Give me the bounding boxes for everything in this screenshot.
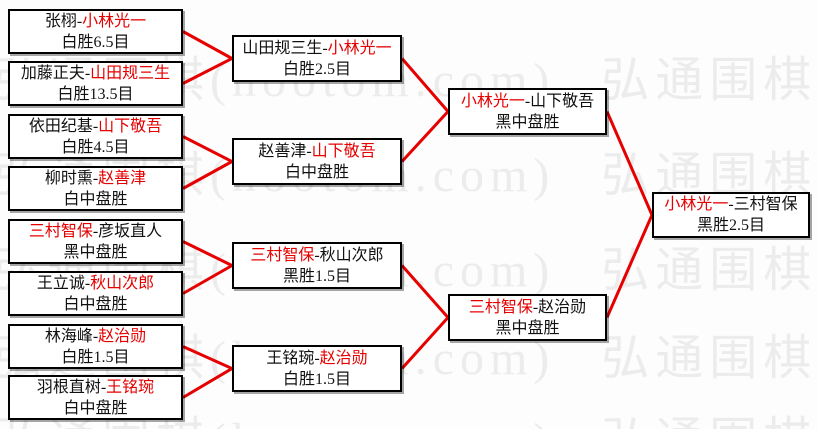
match-players: 加藤正夫-山田规三生	[21, 63, 170, 84]
player1-name: 张栩	[44, 12, 77, 30]
player1-name: 林海峰	[44, 327, 93, 345]
match-box-r2-3: 三村智保-秋山次郎 黑胜1.5目	[232, 242, 402, 289]
match-result: 黑胜1.5目	[282, 267, 351, 285]
name-separator: -	[92, 117, 99, 135]
name-separator: -	[92, 327, 99, 345]
match-result: 白胜13.5目	[57, 85, 134, 103]
match-result: 黑中盘胜	[495, 319, 560, 337]
match-box-r1-5: 三村智保-彦坂直人 黑中盘胜	[8, 219, 183, 264]
match-players: 依田纪基-山下敬吾	[29, 116, 162, 137]
player1-name: 加藤正夫	[20, 64, 85, 82]
match-result: 黑中盘胜	[495, 113, 560, 131]
match-players: 林海峰-赵治勋	[45, 326, 146, 347]
match-box-sf-1: 小林光一-山下敬吾 黑中盘胜	[448, 88, 607, 135]
match-box-r1-3: 依田纪基-山下敬吾 白胜4.5目	[8, 114, 183, 159]
match-box-final: 小林光一-三村智保 黑胜2.5目	[652, 192, 810, 238]
player1-name: 羽根直树	[36, 378, 101, 396]
name-separator: -	[84, 64, 91, 82]
player2-name: 赵善津	[98, 169, 147, 187]
match-result: 白胜6.5目	[61, 33, 130, 51]
player1-name: 依田纪基	[28, 117, 93, 135]
match-players: 山田规三生-小林光一	[242, 38, 391, 59]
match-result: 白胜2.5目	[282, 60, 351, 78]
player1-name: 柳时熏	[44, 169, 93, 187]
match-players: 小林光一-山下敬吾	[461, 91, 594, 112]
match-result: 白中盘胜	[63, 399, 128, 417]
player2-name: 赵治勋	[98, 327, 147, 345]
player1-name: 王立诚	[36, 274, 85, 292]
player2-name: 彦坂直人	[98, 222, 163, 240]
name-separator: -	[314, 246, 320, 264]
player2-name: 山田规三生	[90, 64, 171, 82]
player2-name: 小林光一	[327, 39, 392, 57]
player2-name: 王铭琬	[106, 378, 155, 396]
player2-name: 赵治勋	[538, 298, 587, 316]
player1-name: 赵善津	[258, 142, 307, 160]
match-players: 王铭琬-赵治勋	[266, 348, 367, 369]
player1-name: 小林光一	[460, 92, 525, 110]
player1-name: 王铭琬	[266, 349, 315, 367]
name-separator: -	[76, 12, 83, 30]
match-box-r1-8: 羽根直树-王铭琬 白中盘胜	[8, 375, 183, 420]
player1-name: 山田规三生	[242, 39, 323, 57]
player2-name: 山下敬吾	[98, 117, 163, 135]
match-box-r1-7: 林海峰-赵治勋 白胜1.5目	[8, 324, 183, 369]
name-separator: -	[322, 39, 328, 57]
player2-name: 赵治勋	[319, 349, 368, 367]
match-players: 赵善津-山下敬吾	[258, 141, 375, 162]
match-result: 黑胜2.5目	[696, 217, 765, 234]
match-players: 柳时熏-赵善津	[45, 168, 146, 189]
match-players: 三村智保-赵治勋	[469, 297, 586, 318]
match-result: 白胜1.5目	[61, 348, 130, 366]
match-box-r2-4: 王铭琬-赵治勋 白胜1.5目	[232, 345, 402, 392]
match-box-sf-2: 三村智保-赵治勋 黑中盘胜	[448, 294, 607, 341]
match-result: 黑中盘胜	[63, 243, 128, 261]
match-result: 白胜1.5目	[282, 370, 351, 388]
match-players: 王立诚-秋山次郎	[37, 273, 154, 294]
name-separator: -	[84, 274, 91, 292]
name-separator: -	[314, 349, 320, 367]
match-players: 羽根直树-王铭琬	[37, 377, 154, 398]
match-players: 三村智保-彦坂直人	[29, 221, 162, 242]
match-box-r1-2: 加藤正夫-山田规三生 白胜13.5目	[8, 61, 183, 106]
name-separator: -	[524, 92, 531, 110]
name-separator: -	[532, 298, 539, 316]
match-box-r1-1: 张栩-小林光一 白胜6.5目	[8, 9, 183, 54]
name-separator: -	[100, 378, 107, 396]
player2-name: 山下敬吾	[530, 92, 595, 110]
player1-name: 小林光一	[664, 196, 729, 213]
match-box-r1-6: 王立诚-秋山次郎 白中盘胜	[8, 271, 183, 316]
player2-name: 山下敬吾	[311, 142, 376, 160]
player1-name: 三村智保	[250, 246, 315, 264]
player2-name: 秋山次郎	[90, 274, 155, 292]
player2-name: 小林光一	[82, 12, 147, 30]
match-result: 白中盘胜	[284, 163, 349, 181]
match-players: 三村智保-秋山次郎	[250, 245, 383, 266]
match-box-r2-1: 山田规三生-小林光一 白胜2.5目	[232, 35, 402, 82]
match-result: 白中盘胜	[63, 190, 128, 208]
player2-name: 三村智保	[733, 196, 798, 213]
match-result: 白胜4.5目	[61, 138, 130, 156]
player2-name: 秋山次郎	[319, 246, 384, 264]
player1-name: 三村智保	[28, 222, 93, 240]
match-players: 张栩-小林光一	[45, 11, 146, 32]
name-separator: -	[728, 196, 734, 213]
match-box-r1-4: 柳时熏-赵善津 白中盘胜	[8, 166, 183, 211]
match-players: 小林光一-三村智保	[664, 194, 797, 215]
name-separator: -	[92, 169, 99, 187]
name-separator: -	[92, 222, 99, 240]
match-result: 白中盘胜	[63, 295, 128, 313]
match-box-r2-2: 赵善津-山下敬吾 白中盘胜	[232, 138, 402, 185]
name-separator: -	[306, 142, 312, 160]
player1-name: 三村智保	[468, 298, 533, 316]
